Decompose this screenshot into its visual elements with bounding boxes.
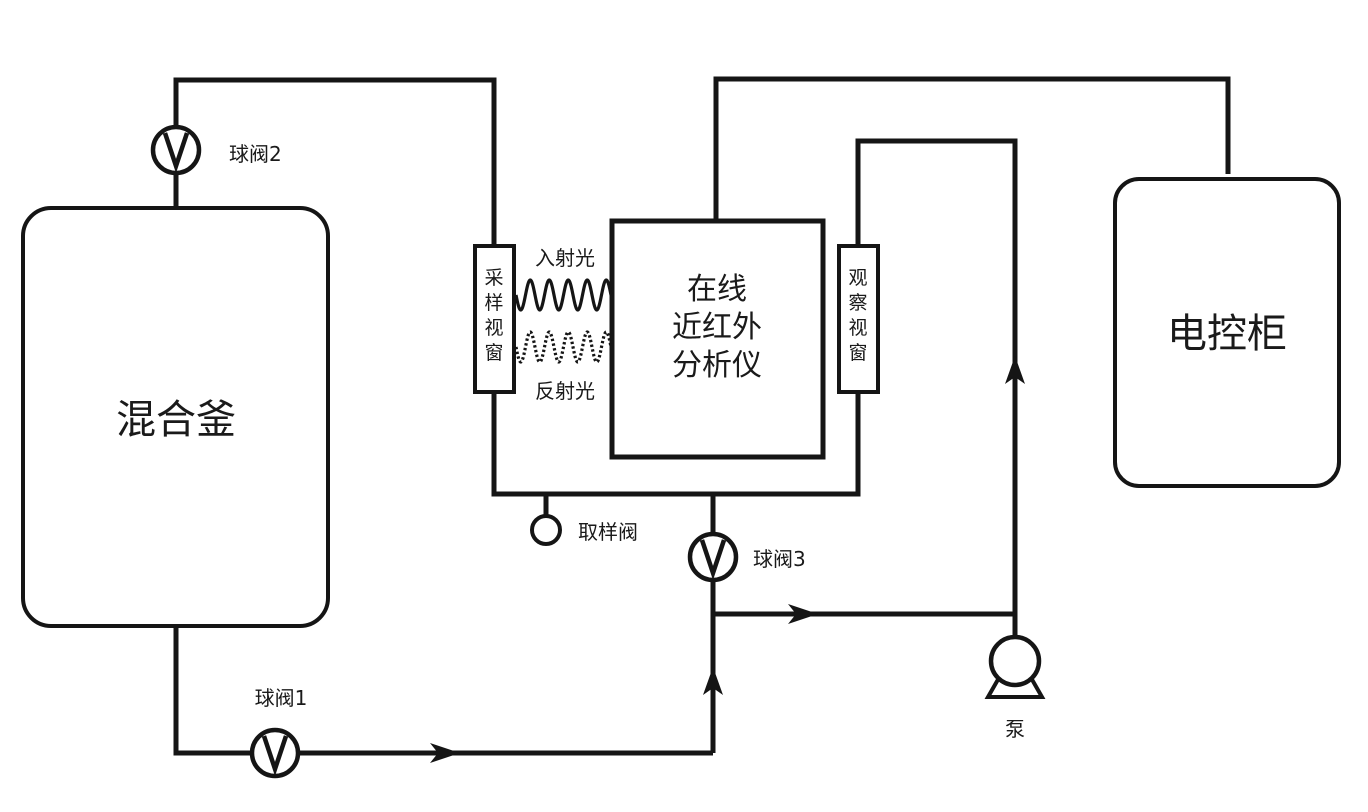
nir-analyzer-label-line2: 近红外 [672, 310, 762, 345]
incident-light-wave [514, 278, 613, 312]
ball-valve-2-label: 球阀2 [229, 142, 282, 166]
pump[interactable] [984, 634, 1046, 699]
sampling-window-char-1: 采 [484, 267, 503, 289]
observation-window-char-1: 观 [848, 267, 867, 289]
nir-analyzer-label-line3: 分析仪 [672, 348, 762, 383]
cable-analyzer-to-cabinet [713, 76, 1231, 220]
ball-valve-3-label: 球阀3 [753, 547, 806, 571]
pipe-sampling-to-observation [491, 392, 861, 497]
observation-window [837, 244, 880, 394]
observation-window-char-4: 窗 [848, 342, 867, 364]
electrical-cabinet-label: 电控柜 [1167, 311, 1287, 357]
incident-light-label: 入射光 [535, 246, 595, 270]
flow-arrow-branch-right [788, 604, 818, 624]
sample-valve-label: 取样阀 [578, 520, 638, 544]
reflected-light-label: 反射光 [535, 379, 595, 403]
ball-valve-3[interactable] [687, 531, 739, 583]
observation-window-char-2: 察 [848, 292, 867, 314]
electrical-cabinet [1113, 177, 1341, 488]
pipe-observation-to-pump [855, 138, 1018, 637]
flow-arrow-bottom-right [430, 743, 460, 763]
flow-arrow-pump-up [1005, 356, 1025, 384]
mixing-tank [21, 206, 330, 628]
sampling-window-char-3: 视 [484, 317, 503, 339]
sampling-window [473, 244, 516, 394]
ball-valve-1-label: 球阀1 [255, 686, 308, 710]
mixing-tank-label: 混合釜 [116, 397, 236, 443]
flow-arrow-riser-up [703, 667, 723, 695]
nir-analyzer [609, 218, 826, 460]
pump-label: 泵 [1005, 717, 1025, 741]
sampling-window-char-4: 窗 [484, 342, 503, 364]
nir-analyzer-label-line1: 在线 [687, 272, 747, 307]
ball-valve-2[interactable] [150, 124, 202, 176]
ball-valve-1[interactable] [249, 727, 301, 779]
sampling-window-char-2: 样 [484, 292, 503, 314]
sample-valve[interactable] [530, 514, 562, 546]
reflected-light-wave [514, 330, 613, 364]
observation-window-char-3: 视 [848, 317, 867, 339]
pipe-tank-bottom-return [173, 626, 713, 756]
